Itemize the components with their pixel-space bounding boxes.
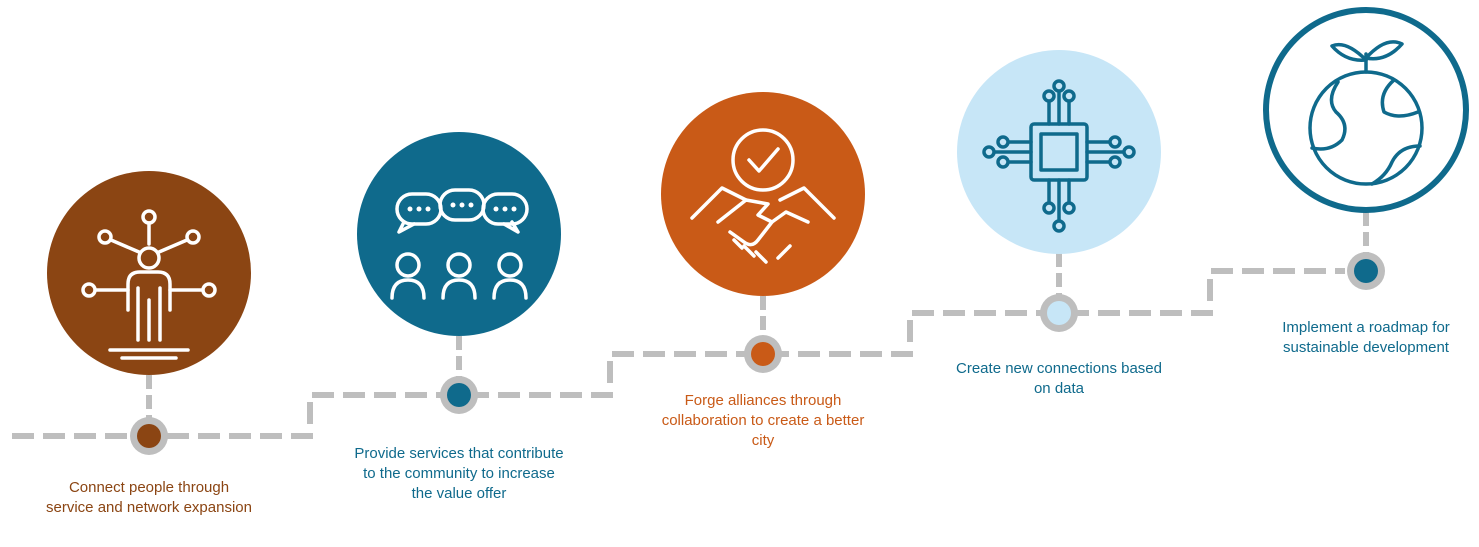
step-2-label: Provide services that contribute to the …: [354, 445, 564, 502]
step-2-node: [357, 132, 561, 336]
step-4-node: [957, 50, 1161, 254]
step-1-dot: [130, 417, 168, 455]
step-1-label: Connect people through service and netwo…: [46, 479, 252, 516]
person-network-icon: [81, 209, 217, 360]
step-5-dot: [1347, 252, 1385, 290]
step-4-label: Create new connections based on data: [956, 360, 1162, 397]
step-3-label: Forge alliances through collaboration to…: [661, 392, 865, 449]
step-3-node: [661, 92, 865, 296]
step-3-circle: [661, 92, 865, 296]
step-2-dot: [440, 376, 478, 414]
step-3-dot: [744, 335, 782, 373]
globe-sprout-icon: [1308, 40, 1424, 186]
step-1-node: [47, 171, 251, 375]
handshake-check-icon: [690, 128, 836, 264]
step-4-dot: [1040, 294, 1078, 332]
step-5-circle: [1263, 7, 1469, 213]
step-4-circle: [957, 50, 1161, 254]
microchip-icon: [982, 79, 1136, 233]
step-5-node: [1263, 7, 1469, 213]
step-5-label: Implement a roadmap for sustainable deve…: [1282, 319, 1450, 356]
step-2-circle: [357, 132, 561, 336]
timeline-path: [12, 268, 1345, 439]
community-chat-icon: [390, 188, 529, 300]
